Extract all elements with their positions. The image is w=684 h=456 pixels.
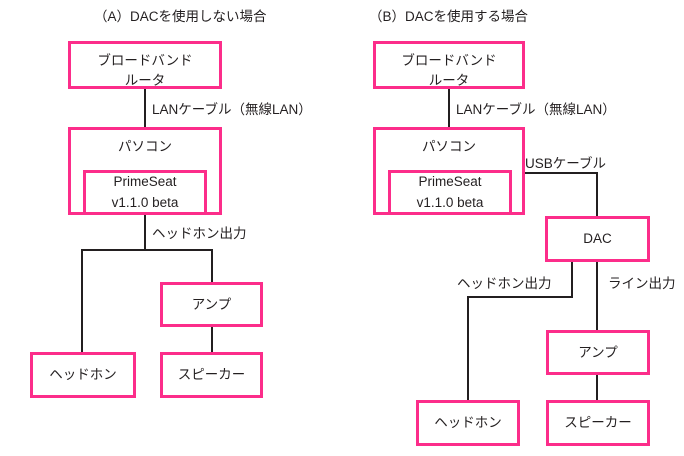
panel-b-wire-headphone-out-across (467, 296, 573, 298)
router-label-line1: ブロードバンド (401, 53, 497, 68)
software-label-line1: PrimeSeat (113, 174, 177, 190)
panel-a-wire-amp-to-speaker (211, 327, 213, 352)
panel-b-wire-amp-to-speaker (596, 375, 598, 400)
amp-label: アンプ (191, 296, 232, 312)
panel-a-node-speaker[interactable]: スピーカー (160, 352, 263, 398)
router-label-line2: ルータ (124, 72, 166, 88)
panel-a-wire-to-amp (211, 249, 213, 283)
panel-b-title: （B）DACを使用する場合 (369, 9, 529, 24)
panel-b-wire-headphone-out-down1 (571, 262, 573, 298)
panel-a-edge-label-lan: LANケーブル（無線LAN） (152, 102, 312, 117)
speaker-label: スピーカー (177, 367, 246, 383)
headphone-label: ヘッドホン (49, 367, 117, 383)
panel-a-wire-pc-down (144, 215, 146, 251)
panel-b-edge-label-line-out: ライン出力 (608, 276, 676, 291)
panel-b-wire-usb-horizontal (523, 172, 598, 174)
panel-a-node-router[interactable]: ブロードバンド ルータ (68, 41, 222, 89)
router-label-line2: ルータ (428, 72, 470, 88)
panel-a-wire-split-bus (81, 249, 213, 251)
pc-label: パソコン (118, 139, 172, 154)
panel-b-wire-usb-vertical (596, 172, 598, 216)
panel-b-edge-label-lan: LANケーブル（無線LAN） (456, 102, 616, 117)
speaker-label: スピーカー (564, 415, 632, 431)
panel-b-node-speaker[interactable]: スピーカー (546, 400, 650, 446)
software-label-line1: PrimeSeat (418, 174, 482, 190)
software-label-line2: v1.1.0 beta (111, 194, 179, 210)
panel-b-wire-line-out (596, 262, 598, 330)
panel-a-node-headphone[interactable]: ヘッドホン (30, 352, 136, 398)
panel-b-edge-label-headphone-out: ヘッドホン出力 (457, 276, 552, 291)
headphone-label: ヘッドホン (434, 415, 502, 431)
panel-b-edge-label-usb: USBケーブル (525, 156, 606, 171)
panel-b-node-dac[interactable]: DAC (545, 216, 650, 262)
panel-a-node-software[interactable]: PrimeSeat v1.1.0 beta (83, 170, 207, 215)
panel-b-node-headphone[interactable]: ヘッドホン (416, 400, 520, 446)
panel-a-wire-to-headphone (81, 249, 83, 352)
panel-a-title: （A）DACを使用しない場合 (94, 9, 267, 24)
amp-label: アンプ (578, 344, 618, 360)
panel-b-wire-router-to-pc (448, 89, 450, 127)
software-label-line2: v1.1.0 beta (416, 194, 484, 210)
panel-a-wire-router-to-pc (144, 89, 146, 127)
panel-b-node-amp[interactable]: アンプ (546, 330, 650, 375)
panel-a-edge-label-headphone-out: ヘッドホン出力 (152, 226, 247, 241)
panel-b-wire-headphone-out-down2 (467, 296, 469, 400)
pc-label: パソコン (422, 139, 476, 154)
panel-a-node-amp[interactable]: アンプ (160, 282, 263, 327)
panel-b-node-router[interactable]: ブロードバンド ルータ (373, 41, 525, 89)
router-label-line1: ブロードバンド (97, 53, 193, 68)
dac-label: DAC (583, 231, 612, 247)
panel-b-node-software[interactable]: PrimeSeat v1.1.0 beta (388, 170, 512, 215)
